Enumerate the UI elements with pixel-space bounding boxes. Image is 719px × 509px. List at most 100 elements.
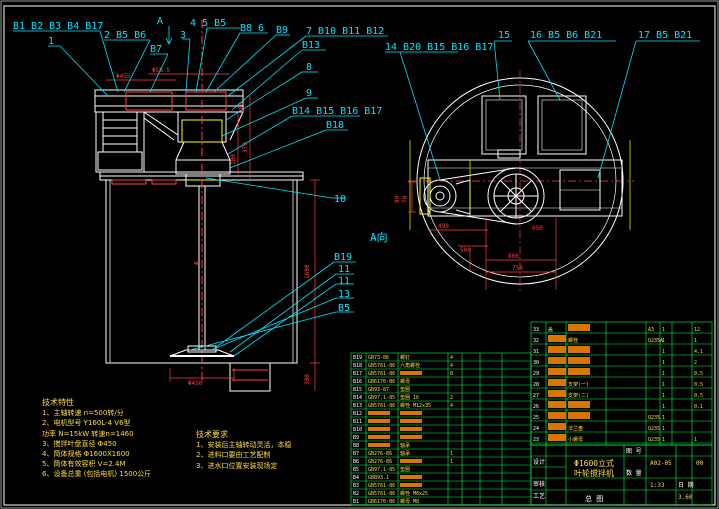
bom-cell-filled [548, 335, 566, 342]
callout-13: 13 [338, 289, 350, 300]
callout-b9: B9 [276, 25, 288, 36]
bom-cell: 0.1 [694, 404, 703, 410]
callout-b13: B13 [302, 40, 320, 51]
tech-specs-line: 功率 N=15kW 转速n=1460 [42, 429, 134, 438]
bom-cell: 垫圈 [400, 386, 410, 393]
bom-cell: 1 [662, 382, 665, 388]
dim-d1: 800 [508, 253, 519, 260]
title-name-2: 叶轮搅拌机 [574, 468, 614, 478]
bom-cell: 轴承 [400, 442, 410, 449]
bom-cell: B6 [353, 459, 359, 465]
bom-cell: Q235 [648, 426, 660, 432]
motor-pulley [423, 179, 457, 213]
support-beam [94, 89, 244, 113]
bom-cell: B15 [353, 387, 362, 393]
bom-cell: Q235 [648, 437, 660, 443]
bom-cell: 23 [533, 437, 539, 443]
front-callout-labels: B1 B2 B3 B4 B17 1 2 B5 B6 B7 A 3 4 5 B5 … [13, 16, 384, 314]
bom-cell: GB6170-86 [368, 499, 395, 505]
bom-cell: 螺母 [400, 378, 410, 385]
tech-requirements-line: 1、安装后主轴转动灵活，本稳 [196, 441, 292, 450]
callout-b19: B19 [334, 252, 352, 263]
title-name: Φ1600立式 [574, 458, 614, 468]
bom-cell: GB97.1-85 [368, 467, 395, 473]
dim-d2: 750 [512, 265, 523, 272]
callout-3: 3 [180, 30, 186, 41]
bom-cell: 1 [694, 338, 697, 344]
dim-centerline-label: Φ [194, 261, 201, 265]
dim-d7: 70 [402, 195, 409, 203]
bom-cell: 垫圈 [400, 466, 410, 473]
title-scale: 1:33 [650, 482, 665, 489]
bom-cell-filled [368, 435, 390, 439]
top-dimension-labels: 800 750 950 500 490 99 70 [394, 195, 543, 272]
title-drawing-no: A02-05 [650, 460, 672, 467]
bom-cell: 2 [450, 395, 453, 401]
bom-cell: 螺栓 M12x35 [400, 402, 431, 409]
callout-2-b5-b6: 2 B5 B6 [104, 30, 146, 41]
title-sheet: 00 [696, 460, 704, 467]
bom-cell: B18 [353, 363, 362, 369]
bom-cell: B1 [353, 499, 359, 505]
bom-cell: 螺栓 M8x25 [400, 490, 428, 497]
bom-cell: 25 [533, 415, 539, 421]
bom-cell: B2 [353, 491, 359, 497]
bom-cell: 螺母 M8 [400, 498, 419, 505]
bom-cell-filled [400, 371, 422, 375]
bom-cell: GB5781-86 [368, 371, 395, 377]
bom-cell: 轴承 [400, 450, 410, 457]
bom-cell: B11 [353, 419, 362, 425]
callout-a-view-arrow: A [157, 16, 163, 27]
bom-cell: 1 [450, 451, 453, 457]
bom-cell: B13 [353, 403, 362, 409]
bom-cell: 螺钉 [400, 354, 410, 361]
bom-cell: B17 [353, 371, 362, 377]
callout-b18: B18 [326, 120, 344, 131]
bom-cell: 4 [450, 363, 453, 369]
dim-d4: 500 [460, 247, 471, 254]
bom-cell-filled [368, 443, 390, 447]
bom-cell-filled [548, 390, 566, 397]
callout-1: 1 [48, 36, 54, 47]
top-dimensions [408, 181, 557, 290]
tech-specs-line: 5、筒体有效容积 V=2.4M [42, 460, 126, 469]
callout-16-b5-b21: 16 B5 B6 B21 [530, 30, 602, 41]
front-leaders [13, 26, 388, 357]
callout-7-b10-b12: 7 B10 B11 B12 [306, 26, 384, 37]
bom-cell: B7 [353, 451, 359, 457]
bom-cell: 1 [662, 360, 665, 366]
bom-cell: 1 [662, 327, 665, 333]
bom-cell: 31 [533, 349, 539, 355]
bom-cell: B9 [353, 435, 359, 441]
bom-cell: 4 [450, 403, 453, 409]
bom-cell: B4 [353, 475, 359, 481]
bom-cell: B16 [353, 379, 362, 385]
callout-b8-6: B8 6 [240, 23, 264, 34]
title-label-process: 工艺 [533, 492, 545, 500]
callout-b5: B5 [338, 303, 350, 314]
bom-cell: 27 [533, 393, 539, 399]
callout-b14-b17: B14 B15 B16 B17 [292, 106, 382, 117]
bom-cell-filled [368, 411, 390, 415]
bom-cell: 0.5 [694, 371, 703, 377]
bom-cell-filled [568, 368, 590, 375]
bom-cell: B19 [353, 355, 362, 361]
bom-cell: GB5781-86 [368, 363, 395, 369]
bom-cell-filled [400, 459, 422, 463]
bom-cell: Q235 [648, 415, 660, 421]
title-label-qty: 数 量 [626, 469, 642, 477]
bom-cell: A3 [648, 327, 654, 333]
title-label-date: 日 期 [678, 481, 694, 489]
bom-cell: 1 [662, 415, 665, 421]
dim-d6: 99 [394, 195, 401, 203]
bom-cell: 0.5 [694, 382, 703, 388]
bom-cell: B10 [353, 427, 362, 433]
bom-cell: 30 [533, 360, 539, 366]
bom-cell: 小螺母 [568, 436, 583, 443]
bom-cell-filled [548, 434, 566, 441]
bom-cell: 26 [533, 404, 539, 410]
bom-cell: 4 [450, 355, 453, 361]
